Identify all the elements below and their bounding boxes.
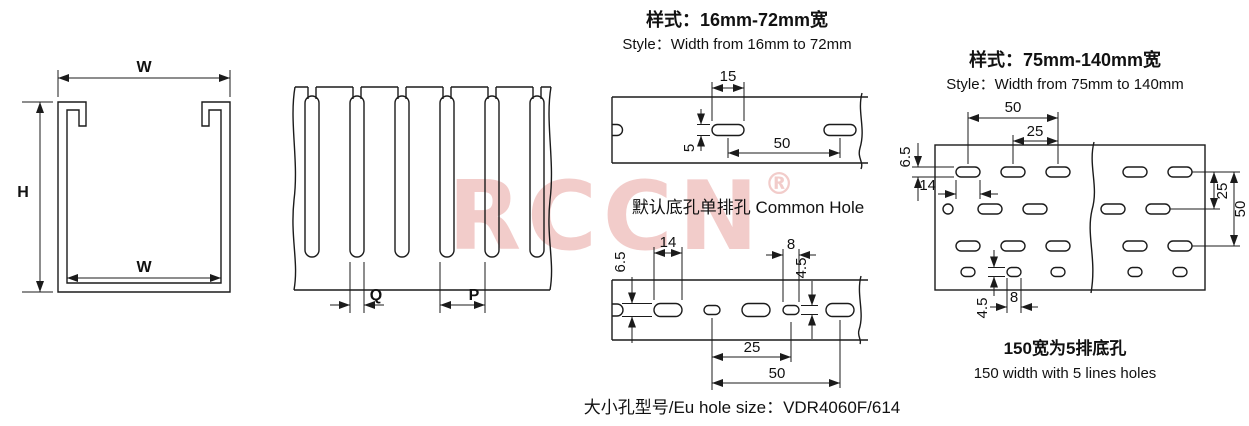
dim-col-spacing-25: 25 bbox=[1012, 123, 1058, 164]
strip-outline bbox=[611, 96, 868, 164]
torn-edge-left bbox=[292, 86, 297, 291]
wide-style-panel: 样式：75mm-140mm宽 Style：Width from 75mm to … bbox=[897, 49, 1249, 382]
dim-pitch-label: P bbox=[469, 287, 480, 304]
strip-outline bbox=[934, 144, 1206, 291]
dim-hole-pitch-50: 50 bbox=[712, 320, 841, 388]
wide-style-title-en: Style：Width from 75mm to 140mm bbox=[946, 76, 1184, 93]
dim-width-top-label: W bbox=[136, 59, 152, 76]
dim-height: H bbox=[17, 101, 53, 293]
duct-cross-section: W H W bbox=[17, 59, 231, 293]
dim-small-hole-height-label: 4.5 bbox=[793, 258, 810, 279]
finger-slots bbox=[304, 95, 545, 258]
dim-hole-pitch-50: 50 bbox=[727, 135, 841, 158]
dim-hole-spacing-25: 25 bbox=[711, 318, 792, 390]
break-line bbox=[857, 275, 862, 345]
dim-big-hole-length-label: 14 bbox=[660, 234, 677, 251]
registered-trademark-icon: ® bbox=[764, 167, 795, 202]
dim-col-pitch-label: 50 bbox=[1005, 99, 1022, 116]
edge-half-hole bbox=[612, 123, 624, 137]
dim-small-hole-length-label: 8 bbox=[787, 236, 795, 253]
dim-big-hole-length-14: 14 bbox=[653, 234, 683, 300]
dim-small-hole-length-8: 8 bbox=[990, 278, 1038, 313]
common-hole-title-cn: 样式：16mm-72mm宽 bbox=[646, 9, 828, 30]
hole-row-4 bbox=[960, 266, 1188, 278]
wide-style-title-cn: 样式：75mm-140mm宽 bbox=[969, 49, 1161, 70]
wide-style-caption-cn: 150宽为5排底孔 bbox=[1004, 338, 1127, 358]
dim-row-pitch-label: 50 bbox=[1232, 201, 1249, 218]
dim-hole-height-label: 5 bbox=[681, 144, 698, 152]
strip-outline bbox=[611, 279, 868, 341]
oblong-holes bbox=[711, 123, 857, 137]
eu-hole-panel: 14 6.5 8 4.5 bbox=[584, 234, 901, 417]
common-hole-title-en: Style：Width from 16mm to 72mm bbox=[622, 36, 851, 53]
eu-hole-caption: 大小孔型号/Eu hole size：VDR4060F/614 bbox=[584, 398, 901, 417]
dim-hole-length-label: 15 bbox=[720, 68, 737, 85]
hole-row-1 bbox=[955, 166, 1193, 178]
dim-big-hole-height-6-5: 6.5 bbox=[612, 252, 652, 343]
dim-width-top: W bbox=[57, 59, 231, 97]
torn-edge-right bbox=[548, 86, 553, 291]
dim-slot-width-label: Q bbox=[370, 287, 382, 304]
mixed-holes bbox=[653, 302, 855, 318]
wide-style-caption-en: 150 width with 5 lines holes bbox=[974, 365, 1157, 382]
dim-hole-length-15: 15 bbox=[711, 68, 745, 121]
break-line bbox=[858, 92, 863, 170]
edge-half-hole bbox=[612, 303, 624, 317]
common-hole-caption: 默认底孔单排孔 Common Hole bbox=[632, 198, 864, 217]
dim-hole-height-6-5: 6.5 bbox=[897, 143, 954, 201]
common-hole-panel: 样式：16mm-72mm宽 Style：Width from 16mm to 7… bbox=[611, 9, 868, 217]
dim-big-hole-height-label: 6.5 bbox=[612, 252, 629, 273]
dim-hole-spacing-label: 25 bbox=[744, 339, 761, 356]
dim-col-spacing-label: 25 bbox=[1027, 123, 1044, 140]
dim-hole-height-label: 6.5 bbox=[897, 147, 914, 168]
dim-hole-length-label: 14 bbox=[919, 177, 936, 194]
dim-col-pitch-50: 50 bbox=[967, 99, 1059, 164]
dim-small-hole-length-label: 8 bbox=[1010, 289, 1018, 306]
dim-hole-pitch-label: 50 bbox=[774, 135, 791, 152]
dim-width-bottom-label: W bbox=[136, 259, 152, 276]
dim-hole-length-14: 14 bbox=[919, 177, 998, 199]
dim-small-hole-height-4-5: 4.5 bbox=[793, 258, 818, 339]
dim-small-hole-height-4-5: 4.5 bbox=[974, 250, 1005, 318]
finger-slits bbox=[307, 87, 542, 99]
hole-row-3 bbox=[955, 240, 1193, 252]
duct-profile-outline bbox=[57, 101, 231, 293]
dim-slot-width: Q bbox=[330, 262, 384, 313]
dim-small-hole-length-8: 8 bbox=[766, 236, 816, 302]
dim-width-bottom: W bbox=[67, 259, 221, 282]
dim-hole-height-5: 5 bbox=[681, 109, 710, 152]
dim-hole-pitch-label: 50 bbox=[769, 365, 786, 382]
break-line bbox=[1089, 141, 1096, 294]
dim-pitch: P bbox=[439, 262, 486, 313]
hole-row-2 bbox=[942, 203, 1171, 215]
dim-row-pitch-50: 50 bbox=[1192, 172, 1249, 247]
dim-row-spacing-label: 25 bbox=[1214, 183, 1231, 200]
finger-side-view: Q P bbox=[292, 86, 553, 313]
dim-small-hole-height-label: 4.5 bbox=[974, 298, 991, 319]
dim-height-label: H bbox=[17, 184, 29, 201]
